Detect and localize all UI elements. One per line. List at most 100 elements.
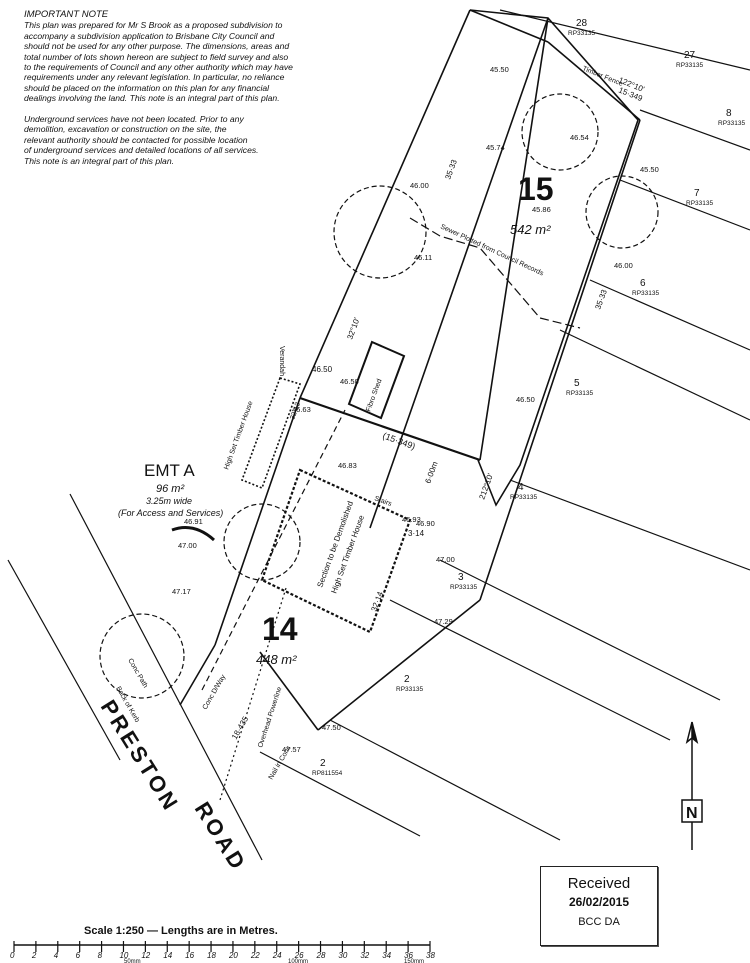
neighbour-line — [329, 719, 561, 841]
timber-fence-label: Timber Fence — [581, 65, 624, 88]
neighbour-lot-plan: RP811554 — [312, 770, 343, 777]
spot-level: 46.11 — [414, 253, 432, 262]
neighbour-line — [559, 329, 750, 421]
scale-tick-label: 36 — [404, 951, 413, 960]
stamp-authority: BCC DA — [578, 916, 620, 928]
neighbour-lot-plan: RP33135 — [718, 120, 745, 127]
neighbour-lot-number: 2 — [320, 758, 326, 769]
tree-canopy — [333, 185, 427, 279]
lot-boundary — [214, 397, 301, 646]
spot-level: 46.50 — [516, 395, 535, 404]
lot-boundary — [469, 9, 639, 507]
neighbour-lot-number: 8 — [726, 108, 732, 119]
neighbour-lot-plan: RP33135 — [510, 494, 537, 501]
neighbour-line — [619, 179, 750, 231]
scale-tick-label: 8 — [98, 951, 103, 960]
lot-15-number: 15 — [518, 171, 554, 207]
dim-314: 3·14 — [408, 529, 425, 538]
scale-tick-label: 22 — [250, 951, 260, 960]
conc-dway-label: Conc D/Way — [202, 673, 228, 711]
lot-boundary — [479, 119, 641, 601]
scale-tick-label: 26 — [294, 951, 304, 960]
received-stamp: Received 26/02/2015 BCC DA — [540, 866, 658, 946]
verandah-label: Verandah — [278, 346, 285, 376]
easement-line — [201, 409, 346, 691]
tree-canopy — [585, 175, 659, 249]
important-note: IMPORTANT NOTE This plan was prepared fo… — [24, 9, 324, 104]
conc-path-label: Conc Path — [126, 658, 148, 690]
north-arrow-icon — [681, 721, 703, 850]
spot-level: 47.57 — [282, 745, 301, 754]
scale-tick-label: 6 — [76, 951, 81, 960]
neighbour-lot-plan: RP33135 — [676, 62, 703, 69]
dim-3214: 32·14 — [369, 590, 385, 613]
neighbour-line — [259, 751, 421, 837]
neighbour-line — [499, 9, 750, 71]
neighbour-lot-plan: RP33135 — [632, 290, 659, 297]
lot-boundary — [299, 9, 471, 399]
scale-tick-label: 30 — [338, 951, 347, 960]
spot-level: 46.90 — [416, 519, 435, 528]
services-note-line: Underground services have not been locat… — [24, 114, 244, 124]
neighbour-line — [439, 559, 721, 701]
road-name-line2: ROAD — [190, 797, 252, 875]
neighbour-lot-plan: RP33135 — [686, 200, 713, 207]
neighbour-line — [509, 479, 750, 571]
spot-level: 45.86 — [532, 205, 551, 214]
important-note-line: total number of lots shown hereon are su… — [24, 51, 289, 62]
lot-boundary — [469, 9, 549, 43]
services-note-line: of underground services and detailed loc… — [24, 145, 259, 156]
neighbour-lot-plan: RP33135 — [396, 686, 423, 693]
scale-tick-label: 4 — [54, 951, 59, 960]
road-boundary-line — [69, 493, 263, 861]
neighbour-lot-plan: RP33135 — [450, 584, 477, 591]
scale-tick-label: 20 — [228, 951, 238, 960]
important-note-line: accompany a subdivision application to B… — [24, 30, 275, 41]
lot-boundary — [259, 651, 319, 731]
powerline — [219, 587, 287, 801]
scale-tick-label: 14 — [163, 951, 172, 960]
spot-level: 47.00 — [436, 555, 455, 564]
scale-sub-label: 150mm — [404, 959, 424, 963]
high-set-house-label: High Set Timber House — [223, 400, 254, 470]
neighbour-lot-number: 6 — [640, 278, 646, 289]
spot-level: 47.00 — [178, 541, 197, 550]
spot-level: 46.00 — [614, 261, 633, 270]
sewer-line — [409, 217, 581, 329]
spot-level: 47.50 — [322, 723, 341, 732]
lot-boundary — [369, 17, 549, 529]
neighbour-lot-number: 2 — [404, 674, 410, 685]
scale-tick-label: 18 — [207, 951, 216, 960]
spot-level: 45.50 — [640, 165, 659, 174]
dim-3533b: 35·33 — [593, 288, 609, 311]
fibro-shed — [347, 340, 406, 420]
scale-tick-label: 10 — [119, 951, 128, 960]
scale-tick-label: 0 — [10, 951, 15, 960]
fibro-shed-label: Fibro Shed — [365, 378, 383, 413]
scale-sub-label: 100mm — [288, 959, 308, 963]
spot-level: 46.63 — [292, 405, 311, 414]
verandah — [240, 377, 302, 490]
scale-tick-label: 28 — [316, 951, 326, 960]
easement-area: 96 m² — [156, 483, 184, 495]
scale-tick-label: 24 — [272, 951, 282, 960]
easement-title: EMT A — [144, 461, 195, 480]
scale-sub-label: 50mm — [124, 959, 141, 963]
spot-level: 45.50 — [490, 65, 509, 74]
neighbour-lot-number: 28 — [576, 18, 588, 29]
dim-600: 6·00m — [423, 460, 439, 485]
spot-level: 46.00 — [410, 181, 429, 190]
spot-level: 47.29 — [434, 617, 453, 626]
lot-15-area: 542 m² — [510, 222, 551, 237]
services-note-line: demolition, excavation or construction o… — [24, 124, 227, 135]
important-note-line: should not be used for any other purpose… — [24, 41, 290, 52]
tree-canopy — [521, 93, 599, 171]
easement-arc — [171, 526, 216, 542]
house-to-demolish — [260, 468, 412, 634]
lot-boundary — [547, 41, 641, 121]
services-note-line: This note is an integral part of this pl… — [24, 155, 174, 166]
important-note-line: This plan was prepared for Mr S Brook as… — [24, 20, 283, 31]
easement-purpose: (For Access and Services) — [118, 508, 223, 518]
spot-level: 46.91 — [184, 517, 203, 526]
